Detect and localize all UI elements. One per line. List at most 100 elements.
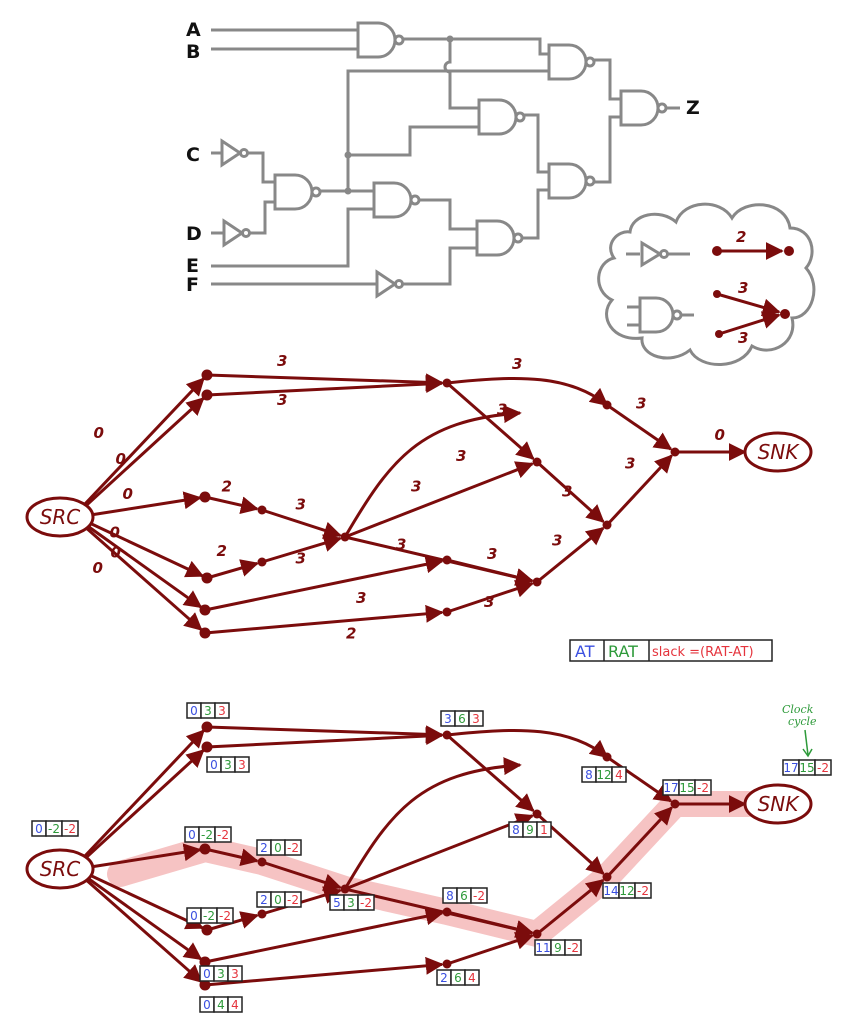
- tag-at: 2: [260, 893, 268, 907]
- inverter-d: [222, 218, 251, 248]
- edge-p-u: [446, 728, 609, 759]
- tag-rat: 12: [619, 884, 634, 898]
- edge-weight-m-u: 3: [456, 447, 466, 465]
- node-q: [532, 457, 542, 467]
- snk-node: [743, 431, 813, 473]
- node-p: [442, 378, 452, 388]
- node-n5: [201, 924, 213, 936]
- tag-slack: -2: [217, 828, 229, 842]
- tag-at: 0: [190, 909, 198, 923]
- tag-rat: -2: [48, 822, 60, 836]
- junction-dot: [344, 187, 352, 195]
- tag-at: 8: [585, 768, 593, 782]
- edge-u-w: [606, 403, 673, 451]
- nand-gate-8: [475, 219, 524, 257]
- edge-src-n1: [83, 729, 205, 858]
- edge-m-q: [344, 461, 535, 539]
- wire: [522, 113, 549, 174]
- src-label: SRC: [40, 505, 81, 529]
- tag-rat: 12: [596, 768, 611, 782]
- edge-src-n8: [85, 527, 203, 631]
- edge-q-v: [535, 460, 605, 523]
- node-n3: [199, 843, 211, 855]
- snk-label: SNK: [758, 792, 801, 816]
- edge-s-t: [446, 932, 534, 966]
- edge-n8-s: [204, 604, 444, 635]
- node-s: [442, 607, 452, 617]
- tag-at: 14: [603, 884, 618, 898]
- clock-cycle-note: Clock cycle: [782, 703, 817, 758]
- tag-at: 11: [535, 941, 550, 955]
- edge-weight-p-q: 3: [497, 401, 507, 419]
- edge-weight-src-n3: 0: [123, 485, 133, 503]
- node-n4: [257, 857, 267, 867]
- node-w: [670, 447, 680, 457]
- junction-dot: [344, 151, 352, 159]
- input-label-b: B: [186, 41, 200, 63]
- edge-r-t: [446, 558, 534, 586]
- legend-nand-edge-2: [718, 311, 781, 336]
- nand-gate-2: [547, 43, 596, 81]
- node-n1: [201, 369, 213, 381]
- tag-rat: 3: [224, 758, 232, 772]
- node-m: [340, 884, 350, 894]
- tag-at: 2: [440, 971, 448, 985]
- edge-src-n7: [87, 877, 203, 961]
- node-s: [442, 959, 452, 969]
- edge-n7-r: [204, 907, 444, 964]
- edge-t-v: [536, 878, 605, 936]
- timing-tag-n3: 0-2-2: [184, 826, 232, 843]
- node-n2: [201, 741, 213, 753]
- tag-rat: 6: [458, 712, 466, 726]
- wire: [248, 151, 275, 184]
- legend-nand-edge-1: [716, 292, 781, 317]
- tag-at: 0: [203, 998, 211, 1012]
- edge-weight-q-v: 3: [562, 483, 572, 501]
- edge-weight-m-q: 3: [411, 478, 421, 496]
- edge-src-n1: [83, 377, 205, 506]
- edge-weight-v-w: 3: [625, 455, 635, 473]
- tag-rat: -2: [201, 828, 213, 842]
- edge-weight-n3-n4: 2: [222, 478, 232, 496]
- edge-weight-s-t: 3: [484, 593, 494, 611]
- nand-gate-3: [477, 98, 526, 136]
- timing-tag-src: 0-2-2: [31, 820, 79, 837]
- nand-gate-7: [547, 162, 596, 200]
- edge-m-u: [343, 757, 522, 890]
- node-r: [442, 907, 452, 917]
- edge-weight-n2-p: 3: [277, 391, 287, 409]
- tag-rat: 9: [526, 823, 534, 837]
- tag-slack: -2: [64, 822, 76, 836]
- tag-rat: 3: [204, 704, 212, 718]
- input-label-c: C: [186, 144, 200, 166]
- junction-dot: [446, 35, 454, 43]
- input-label-a: A: [186, 19, 201, 41]
- node-w: [670, 799, 680, 809]
- tag-rat: 3: [217, 967, 225, 981]
- input-label-f: F: [186, 274, 199, 296]
- edge-weight-p-u: 3: [512, 355, 522, 373]
- legend-dot: [715, 330, 723, 338]
- edge-weight-n5-n6: 2: [217, 542, 227, 560]
- node-n5: [201, 572, 213, 584]
- node-n8: [199, 979, 211, 991]
- edge-weight-n7-r: 3: [356, 589, 366, 607]
- legend-slack: slack =(RAT-AT): [652, 645, 754, 660]
- src-node: [25, 496, 95, 538]
- tag-at: 0: [190, 704, 198, 718]
- legend-at: AT: [575, 642, 595, 661]
- wire: [348, 125, 479, 157]
- legend-box: [569, 639, 773, 662]
- edge-src-n3: [93, 491, 202, 517]
- tag-rat: -2: [203, 909, 215, 923]
- edge-p-q: [446, 381, 535, 460]
- edge-weight-n6-m: 3: [296, 550, 306, 568]
- tag-slack: -2: [567, 941, 579, 955]
- wire: [403, 246, 477, 286]
- edge-src-n5: [90, 874, 205, 930]
- edge-n7-r: [204, 555, 444, 612]
